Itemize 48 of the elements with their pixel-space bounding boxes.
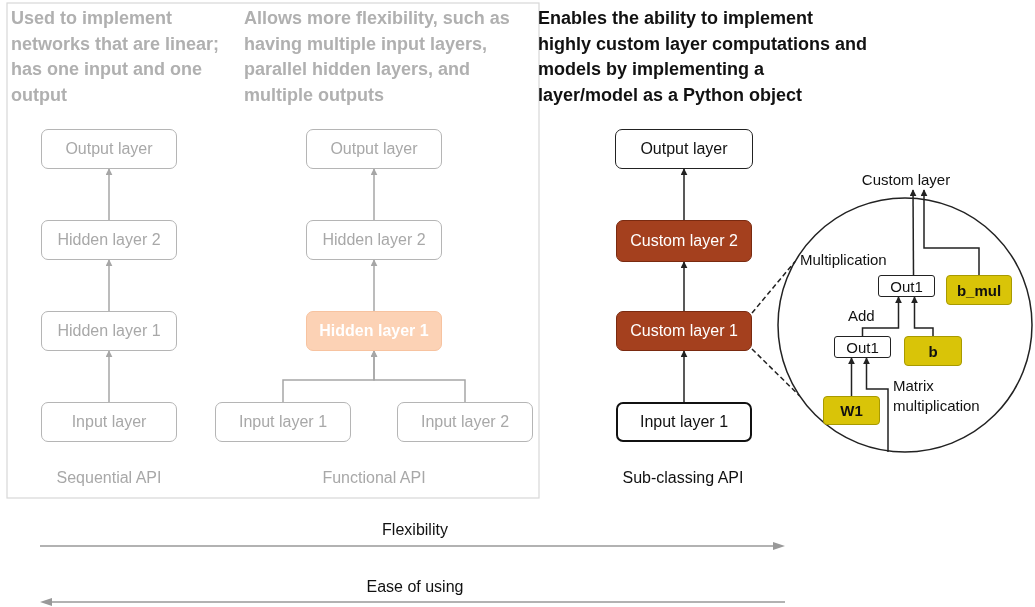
arrow (911, 296, 934, 337)
layer-box: Output layer (306, 129, 442, 169)
layer-box: Output layer (41, 129, 177, 169)
layer-box: Input layer (41, 402, 177, 442)
layer-box: Custom layer 2 (616, 220, 752, 262)
description-text: Allows more flexibility, such as having multiple input layers, parallel hidden layers, and multiple outputs (244, 7, 511, 107)
api-caption: Sequential API (55, 469, 163, 487)
arrow (105, 168, 113, 221)
arrow (680, 168, 688, 221)
arrow (909, 189, 917, 276)
axis-label: Flexibility (381, 521, 449, 539)
zoom-circle (777, 197, 1033, 453)
arrow (848, 357, 855, 397)
layer-box: Input layer 1 (215, 402, 351, 442)
operation-label: Add (848, 306, 875, 326)
layer-box: Hidden layer 2 (306, 220, 442, 260)
arrow (920, 189, 980, 276)
operation-label: Multiplication (800, 250, 887, 270)
arrow (370, 259, 378, 312)
arrow (863, 357, 889, 453)
description-text: Used to implement networks that are linear; has one input and one output (11, 7, 221, 107)
axis-label: Ease of using (365, 578, 465, 596)
layer-box: Hidden layer 1 (41, 311, 177, 351)
dashed-line (751, 348, 801, 397)
layer-box: Hidden layer 2 (41, 220, 177, 260)
description-text: Enables the ability to implement highly custom layer computations and models by implementing a layer/model as a Python object (538, 7, 868, 107)
dashed-line (751, 260, 796, 314)
arrow (680, 261, 688, 312)
layer-box: Output layer (615, 129, 753, 169)
arrow (370, 350, 466, 403)
api-caption: Sub-classing API (621, 469, 745, 487)
layer-box: Custom layer 1 (616, 311, 752, 351)
output-box: Out1 (878, 275, 935, 297)
arrow (680, 350, 688, 403)
layer-box: Hidden layer 1 (306, 311, 442, 351)
arrow (105, 259, 113, 312)
output-box: Out1 (834, 336, 891, 358)
api-caption: Functional API (321, 469, 427, 487)
layer-name-text: Custom layer (846, 168, 966, 190)
operation-label: Matrix multiplication (893, 376, 981, 416)
variable-box: b_mul (946, 275, 1012, 305)
arrow (370, 168, 378, 221)
arrow (861, 296, 902, 337)
arrow (105, 350, 113, 403)
variable-box: b (904, 336, 962, 366)
layer-box: Input layer 1 (616, 402, 752, 442)
layer-box: Input layer 2 (397, 402, 533, 442)
variable-box: W1 (823, 396, 880, 425)
